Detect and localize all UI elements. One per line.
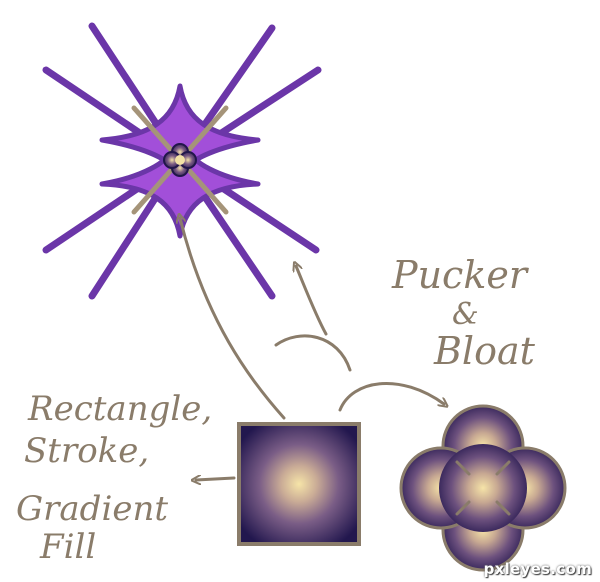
label-gradient: Gradient [16,489,168,529]
label-pucker: Pucker [391,253,530,297]
arrow-pucker-to-star [296,266,328,336]
arrow-square-to-star [180,218,286,420]
arrow-icon [180,218,444,480]
label-rectangle: Rectangle, [27,389,212,429]
star-shape-icon [42,22,322,300]
label-ampersand: & [452,297,479,332]
arrow-bloat [338,382,444,412]
label-bloat: Bloat [433,329,536,373]
watermark-text: pxleyes.com [483,560,592,578]
arrow-square-to-label [196,478,236,480]
clover-shape-icon [399,404,567,572]
square-gradient-icon [237,422,361,546]
label-fill: Fill [39,527,96,567]
arrow-pucker-curve [274,334,352,372]
label-stroke: Stroke, [24,431,149,471]
